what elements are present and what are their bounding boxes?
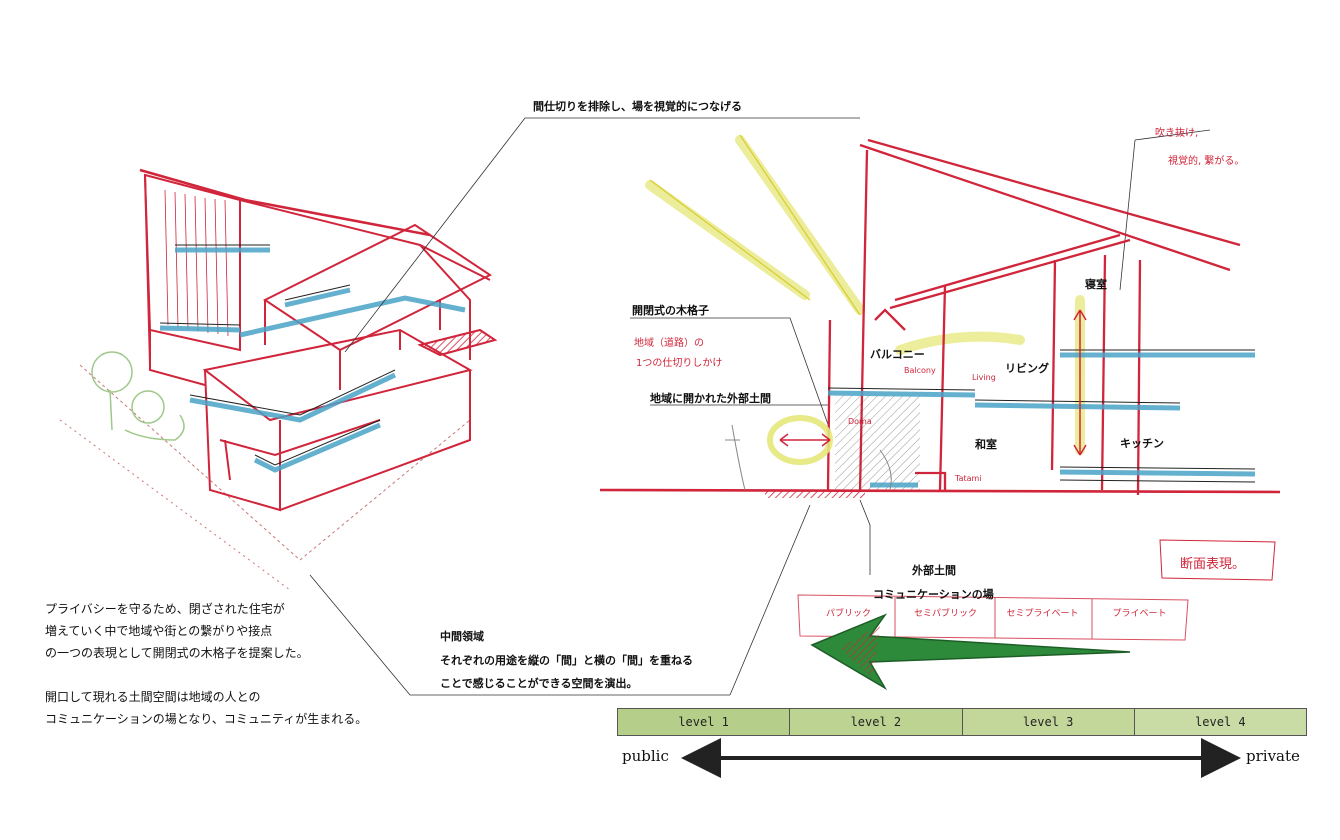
callout-intermediate-line1: それぞれの用途を縦の「間」と横の「間」を重ねる (440, 654, 693, 667)
para-line-5: コミュニケーションの場となり、コミュニティが生まれる。 (45, 712, 368, 726)
living-en: Living (972, 373, 996, 382)
room-balcony: バルコニー (870, 348, 925, 361)
callout-outer-doma: 外部土間 (912, 564, 956, 577)
para-line-1: プライバシーを守るため、閉ざされた住宅が (45, 602, 285, 616)
doma-en: Doma (848, 417, 872, 426)
note-fukinuke-1: 吹き抜け, (1155, 128, 1199, 139)
label-private: private (1246, 747, 1300, 765)
note-lattice-1: 地域（道路）の (634, 338, 704, 349)
room-kitchen: キッチン (1120, 437, 1164, 450)
balcony-en: Balcony (904, 366, 936, 375)
gradient-private: プライベート (1112, 608, 1167, 619)
level-2: level 2 (790, 709, 963, 735)
section-floor-slabs (827, 352, 1256, 488)
room-living: リビング (1005, 362, 1049, 375)
isometric-house (59, 168, 498, 591)
green-arrow (810, 613, 1131, 691)
level-bar: level 1 level 2 level 3 level 4 (617, 708, 1307, 736)
gradient-semipublic: セミパブリック (913, 608, 977, 619)
note-section: 断面表現。 (1180, 557, 1246, 572)
para-line-3: の一つの表現として開閉式の木格子を提案した。 (45, 646, 309, 660)
leader-lines (309, 117, 1211, 696)
note-lattice-2: 1つの仕切りしかけ (636, 358, 723, 369)
room-bedroom: 寝室 (1085, 278, 1107, 291)
label-public: public (622, 747, 669, 765)
gradient-public: パブリック (825, 608, 871, 619)
callout-outer-doma-open: 地域に開かれた外部土間 (650, 392, 771, 405)
para-line-4: 開口して現れる土間空間は地域の人との (45, 690, 261, 704)
isometric-floor-lines (159, 244, 396, 466)
tatami-en: Tatami (955, 474, 982, 483)
level-3: level 3 (962, 709, 1135, 735)
note-fukinuke-2: 視覚的, 繋がる。 (1168, 156, 1245, 167)
para-line-2: 増えていく中で地域や街との繋がりや接点 (45, 624, 273, 638)
gradient-box (797, 594, 1189, 641)
callout-intermediate-title: 中間領域 (440, 630, 484, 643)
doma-hatch (835, 395, 920, 490)
level-4: level 4 (1134, 709, 1306, 735)
callout-partition: 間仕切りを排除し、場を視覚的につなげる (533, 100, 742, 113)
gradient-labels: パブリック セミパブリック セミプライベート プライベート (800, 592, 1188, 632)
description-paragraph: プライバシーを守るため、閉ざされた住宅が 増えていく中で地域や街との繋がりや接点… (45, 598, 367, 730)
tree-sketch (91, 351, 185, 441)
isometric-floor-slabs (159, 247, 466, 473)
callout-intermediate-line2: ことで感じることができる空間を演出。 (440, 677, 638, 690)
callout-comm-place: コミュニケーションの場 (873, 588, 994, 601)
person-sketch (725, 424, 892, 491)
callout-lattice: 開閉式の木格子 (632, 304, 709, 317)
level-1: level 1 (618, 709, 791, 735)
room-washitsu: 和室 (975, 438, 997, 451)
gradient-semiprivate: セミプライベート (1006, 608, 1079, 619)
